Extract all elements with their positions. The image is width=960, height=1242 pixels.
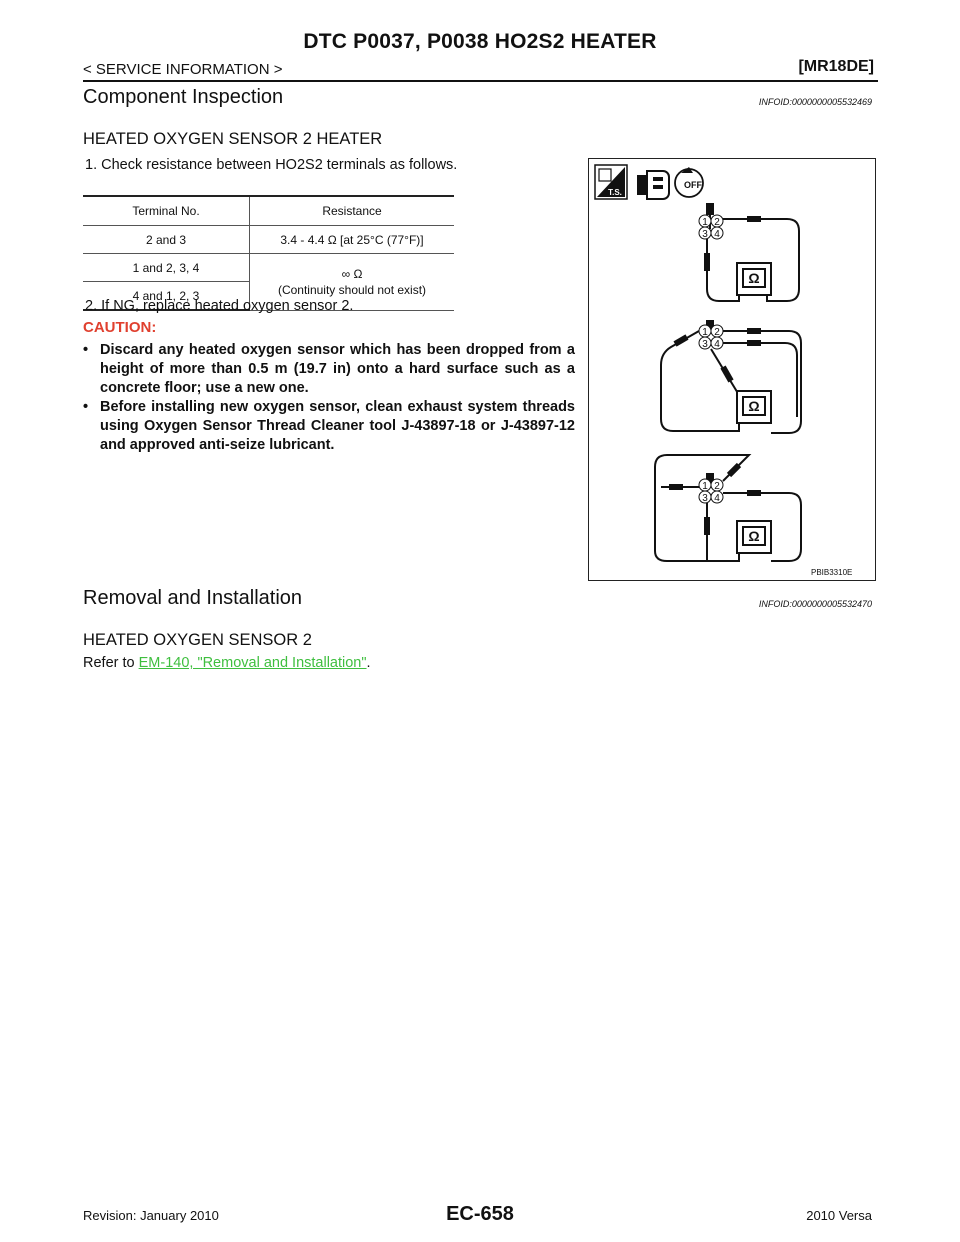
continuity-note: (Continuity should not exist) bbox=[277, 282, 427, 297]
pin-label-1: 1 bbox=[702, 217, 708, 228]
pin-label-2: 2 bbox=[714, 327, 720, 338]
pin-label-2: 2 bbox=[714, 217, 720, 228]
component-inspection-infoid: INFOID:0000000005532469 bbox=[758, 97, 872, 107]
table-header-terminal: Terminal No. bbox=[83, 195, 250, 226]
table-cell-terminal: 1 and 2, 3, 4 bbox=[83, 253, 250, 282]
em-140-link[interactable]: EM-140, "Removal and Installation" bbox=[138, 655, 367, 671]
caution-text: Before installing new oxygen sensor, cle… bbox=[100, 399, 575, 453]
check-panel-3: 1 2 3 4 Ω bbox=[654, 454, 802, 562]
ignition-off-icon: OFF bbox=[674, 167, 704, 198]
table-cell-resistance: 3.4 - 4.4 Ω [at 25°C (77°F)] bbox=[249, 225, 454, 254]
ohmmeter-diagram: T.S. OFF 1 2 3 4 bbox=[588, 158, 876, 581]
connector-icon bbox=[637, 170, 670, 200]
inspection-step-2: 2. If NG, replace heated oxygen sensor 2… bbox=[85, 298, 354, 314]
pin-label-3: 3 bbox=[702, 493, 708, 504]
footer-model: 2010 Versa bbox=[806, 1208, 872, 1223]
ohm-symbol: Ω bbox=[748, 270, 759, 286]
caution-label: CAUTION: bbox=[83, 319, 157, 336]
table-row: 2 and 3 3.4 - 4.4 Ω [at 25°C (77°F)] bbox=[83, 225, 454, 254]
ho2s2-subheading: HEATED OXYGEN SENSOR 2 bbox=[83, 631, 312, 649]
caution-item: • Before installing new oxygen sensor, cl… bbox=[83, 398, 575, 455]
ohm-symbol: Ω bbox=[748, 398, 759, 414]
infinite-ohm-value: ∞ Ω bbox=[341, 266, 363, 281]
pin-label-1: 1 bbox=[702, 481, 708, 492]
pin-label-1: 1 bbox=[702, 327, 708, 338]
engine-model-code: [MR18DE] bbox=[798, 58, 874, 75]
check-panel-2: 1 2 3 4 Ω bbox=[660, 320, 802, 434]
pin-label-4: 4 bbox=[714, 339, 720, 350]
table-row: 1 and 2, 3, 4 ∞ Ω (Continuity should not… bbox=[83, 253, 454, 311]
inspection-step-1: 1. Check resistance between HO2S2 termin… bbox=[85, 157, 458, 173]
table-header-resistance: Resistance bbox=[249, 195, 454, 226]
footer-revision: Revision: January 2010 bbox=[83, 1208, 219, 1223]
caution-list: • Discard any heated oxygen sensor which … bbox=[83, 341, 575, 455]
tool-icons: T.S. OFF bbox=[594, 164, 704, 200]
refer-prefix: Refer to bbox=[83, 655, 139, 671]
check-panel-1: 1 2 3 4 Ω bbox=[698, 203, 800, 302]
figure-code: PBIB3310E bbox=[811, 568, 852, 577]
table-cell-resistance-merged: ∞ Ω (Continuity should not exist) bbox=[249, 253, 454, 311]
bullet-mark: • bbox=[83, 399, 89, 415]
caution-text: Discard any heated oxygen sensor which h… bbox=[100, 342, 575, 396]
refer-line: Refer to EM-140, "Removal and Installati… bbox=[83, 655, 371, 671]
header-divider bbox=[83, 80, 878, 82]
table-row: 4 and 1, 2, 3 bbox=[83, 281, 454, 311]
pin-label-2: 2 bbox=[714, 481, 720, 492]
off-label: OFF bbox=[684, 180, 702, 190]
ts-label: T.S. bbox=[608, 188, 622, 197]
resistance-table: Terminal No. Resistance 2 and 3 3.4 - 4.… bbox=[83, 195, 454, 311]
pin-label-3: 3 bbox=[702, 229, 708, 240]
removal-infoid: INFOID:0000000005532470 bbox=[758, 599, 872, 609]
ts-icon: T.S. bbox=[594, 164, 628, 200]
breadcrumb: < SERVICE INFORMATION > bbox=[83, 61, 283, 78]
component-inspection-heading: Component Inspection bbox=[83, 86, 284, 108]
table-cell-terminal: 2 and 3 bbox=[83, 225, 250, 254]
ohmmeter-diagram-svg: T.S. OFF 1 2 3 4 bbox=[594, 164, 852, 577]
pin-label-3: 3 bbox=[702, 339, 708, 350]
refer-suffix: . bbox=[366, 655, 371, 671]
removal-installation-heading: Removal and Installation bbox=[83, 587, 303, 609]
ohm-symbol: Ω bbox=[748, 528, 759, 544]
bullet-mark: • bbox=[83, 342, 89, 358]
table-header-row: Terminal No. Resistance bbox=[83, 195, 454, 226]
ho2s2-heater-subheading: HEATED OXYGEN SENSOR 2 HEATER bbox=[83, 130, 383, 148]
caution-item: • Discard any heated oxygen sensor which … bbox=[83, 341, 575, 398]
pin-label-4: 4 bbox=[714, 493, 720, 504]
table-cell-terminal: 4 and 1, 2, 3 bbox=[83, 281, 250, 311]
page-number: EC-658 bbox=[446, 1203, 514, 1225]
page-title: DTC P0037, P0038 HO2S2 HEATER bbox=[303, 30, 657, 53]
pin-label-4: 4 bbox=[714, 229, 720, 240]
